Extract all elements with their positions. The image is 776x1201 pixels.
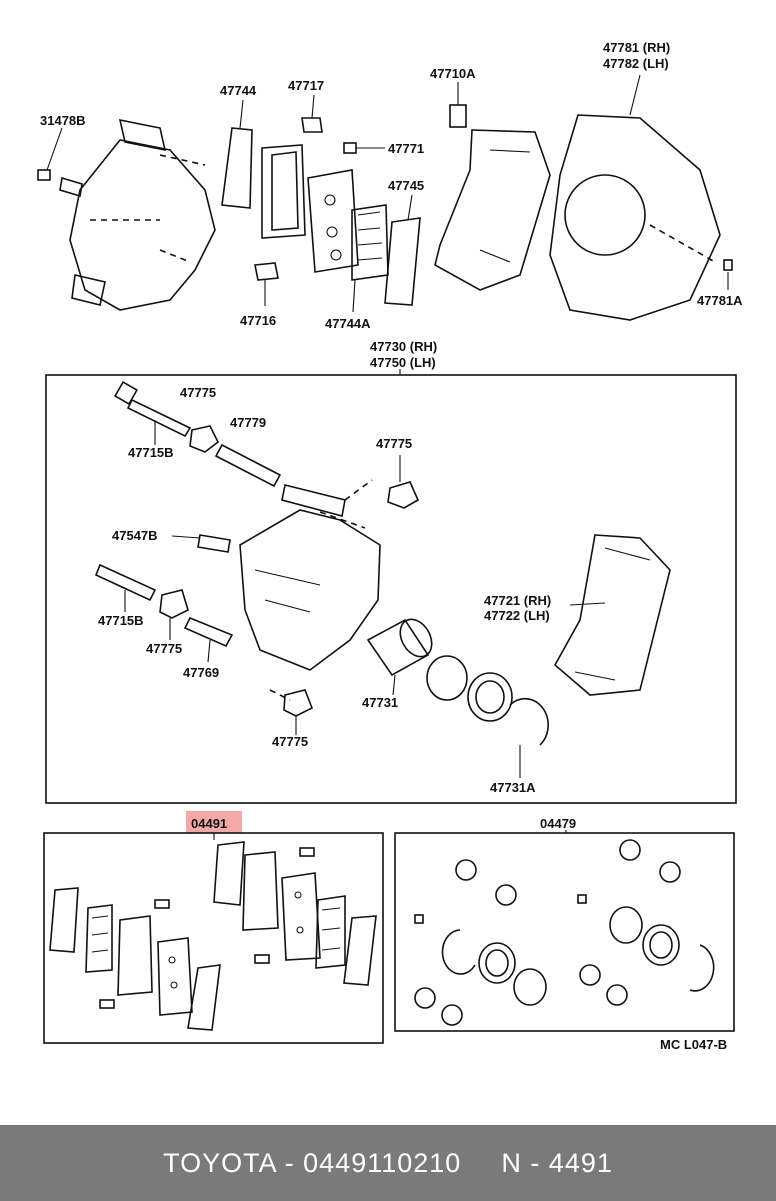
- label-47731A: 47731A: [490, 780, 536, 795]
- label-47769: 47769: [183, 665, 219, 680]
- clip-47717: [301, 94, 323, 133]
- dust-cover-47781: [549, 74, 733, 321]
- pad-backing-top: [307, 169, 359, 273]
- label-47775-b: 47775: [376, 436, 412, 451]
- label-47775-c: 47775: [146, 641, 182, 656]
- footer-bar: TOYOTA - 0449110210 N - 4491: [0, 1125, 776, 1201]
- boot-47775-a: [189, 425, 220, 453]
- label-47744: 47744: [220, 83, 257, 98]
- label-47782: 47782 (LH): [603, 56, 669, 71]
- label-47744A: 47744A: [325, 316, 371, 331]
- torque-plate-47721: [553, 534, 671, 696]
- label-47771: 47771: [388, 141, 424, 156]
- boot-47775-b: [387, 455, 420, 509]
- label-47745: 47745: [388, 178, 424, 193]
- pin-47779: [214, 443, 282, 488]
- pad-kit-box: [43, 832, 384, 1044]
- label-47750: 47750 (LH): [370, 355, 436, 370]
- label-47730: 47730 (RH): [370, 339, 437, 354]
- label-47775-a: 47775: [180, 385, 216, 400]
- label-47710A: 47710A: [430, 66, 476, 81]
- seal-rings: [426, 655, 549, 778]
- label-47781: 47781 (RH): [603, 40, 670, 55]
- label-47731: 47731: [362, 695, 398, 710]
- pad-kit-contents: [49, 841, 377, 1031]
- seal-kit-box: [394, 832, 735, 1032]
- label-47715B-b: 47715B: [98, 613, 144, 628]
- bleeder-47547B: [171, 534, 231, 553]
- shim-47745: [384, 194, 421, 306]
- boot-47775-d: [269, 689, 314, 735]
- label-47715B-a: 47715B: [128, 445, 174, 460]
- label-47781A: 47781A: [697, 293, 743, 308]
- label-47716: 47716: [240, 313, 276, 328]
- label-47775-d: 47775: [272, 734, 308, 749]
- label-31478B: 31478B: [40, 113, 86, 128]
- label-04491: 04491: [191, 816, 227, 831]
- caliper-body-top: [37, 118, 216, 311]
- anti-squeal-shim-47744: [221, 99, 253, 209]
- pin-47769: [183, 616, 234, 663]
- bolt-47715B-lower: [94, 563, 157, 612]
- boot-47775-c: [159, 589, 189, 640]
- caliper-cylinder: [239, 479, 381, 671]
- part-highlight: [186, 811, 242, 833]
- diagram-code: MC L047-B: [660, 1037, 727, 1052]
- label-47722: 47722 (LH): [484, 608, 550, 623]
- label-47721: 47721 (RH): [484, 593, 551, 608]
- brake-parts-diagram: 31478B 47744 47717 47710A 47781 (RH) 477…: [37, 40, 743, 1052]
- bolt-47715B-upper: [113, 380, 192, 445]
- footer-part-number: TOYOTA - 0449110210: [163, 1147, 462, 1178]
- caliper-assembly-box: [45, 374, 737, 804]
- torque-plate-top: [434, 82, 551, 291]
- clip-47716: [254, 262, 279, 306]
- label-47547B: 47547B: [112, 528, 158, 543]
- footer-reference: N - 4491: [501, 1147, 613, 1178]
- piston-47731: [366, 618, 433, 696]
- bolt-47771: [343, 142, 385, 154]
- label-47717: 47717: [288, 78, 324, 93]
- seal-kit-contents: [414, 839, 715, 1026]
- pad-inner-top: [261, 144, 306, 239]
- label-04479: 04479: [540, 816, 576, 831]
- label-47779: 47779: [230, 415, 266, 430]
